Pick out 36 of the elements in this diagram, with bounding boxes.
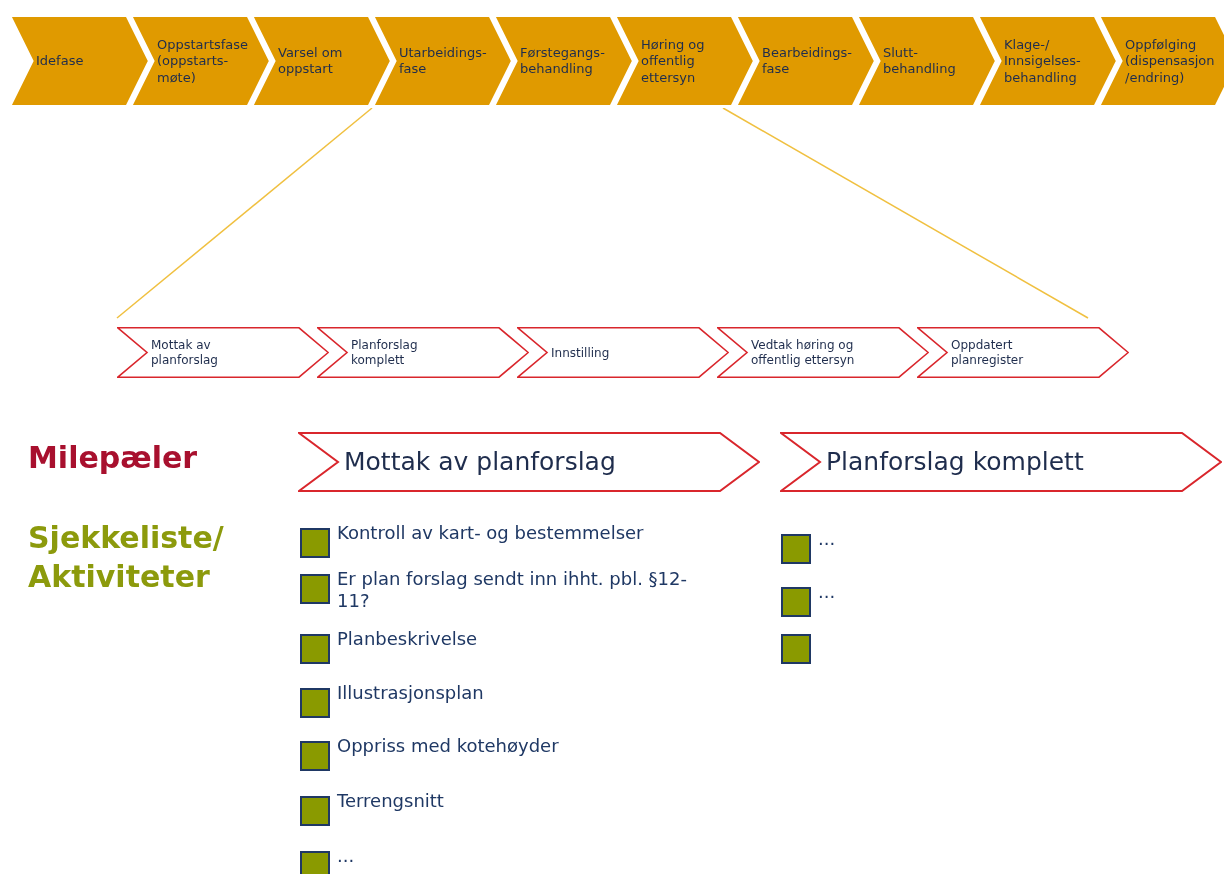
milestone-step <box>298 432 760 492</box>
checklist-item: Oppriss med kotehøyder <box>337 735 560 757</box>
milestone-label: Planforslag komplett <box>351 337 419 368</box>
phase-label: Varsel om oppstart <box>278 44 344 78</box>
milestone-step <box>780 432 1222 492</box>
phase-label: Utarbeidings-fase <box>399 44 488 78</box>
checklist-item: Planbeskrivelse <box>337 628 479 650</box>
milestone-step <box>717 327 929 378</box>
milestone-label: Vedtak høring og offentlig ettersyn <box>751 337 856 368</box>
milestone-step <box>317 327 529 378</box>
phase-label: Idefase <box>36 52 85 70</box>
milestone-label: Mottak av planforslag <box>344 446 617 478</box>
checklist-item: ... <box>818 528 837 550</box>
milestone-step <box>917 327 1129 378</box>
milestone-label: Innstilling <box>551 345 611 360</box>
phase-label: Klage-/ Innsigelses-behandling <box>1004 36 1082 86</box>
milestone-step <box>117 327 329 378</box>
milestone-label: Planforslag komplett <box>826 446 1085 478</box>
checklist-item: Terrengsnitt <box>337 790 445 812</box>
phase-label: Oppstartsfase (oppstarts-møte) <box>157 36 250 86</box>
process-step <box>371 14 514 108</box>
section-heading: Sjekkeliste/ Aktiviteter <box>28 519 225 596</box>
phase-label: Bearbeidings-fase <box>762 44 853 78</box>
phase-label: Førstegangs-behandling <box>520 44 606 78</box>
checklist-item: ... <box>818 581 837 603</box>
milestone-step <box>517 327 729 378</box>
milestone-label: Mottak av planforslag <box>151 337 219 368</box>
section-heading: Milepæler <box>28 439 199 477</box>
milestone-label: Oppdatert planregister <box>951 337 1025 368</box>
phase-label: Slutt-behandling <box>883 44 957 78</box>
phase-label: Oppfølging (dispensasjon /endring) <box>1125 36 1216 86</box>
phase-label: Høring og offentlig ettersyn <box>641 36 706 86</box>
checklist-item: Er plan forslag sendt inn ihht. pbl. §12-11? <box>337 568 688 612</box>
checklist-item: Illustrasjonsplan <box>337 682 485 704</box>
checklist-item: Kontroll av kart- og bestemmelser <box>337 522 645 544</box>
checklist-item: ... <box>337 845 356 867</box>
